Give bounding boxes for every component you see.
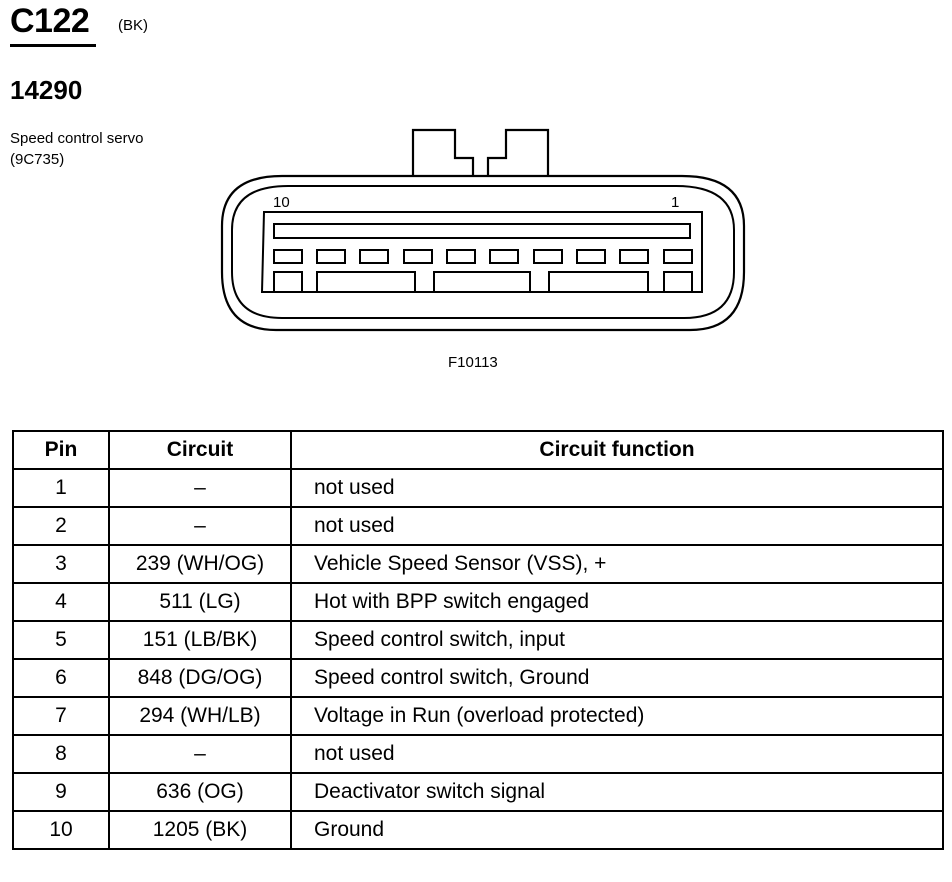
cell-function: Speed control switch, input (290, 620, 944, 660)
pin-terminal (663, 249, 693, 264)
cell-pin: 7 (12, 696, 110, 736)
connector-description: Speed control servo (9C735) (10, 128, 143, 170)
cell-circuit: 294 (WH/LB) (108, 696, 292, 736)
pin-terminal (359, 249, 389, 264)
cell-function: not used (290, 506, 944, 546)
pin-label-right: 1 (671, 194, 679, 211)
table-row: 1 – not used (12, 468, 944, 508)
cell-circuit: – (108, 734, 292, 774)
cell-circuit: 848 (DG/OG) (108, 658, 292, 698)
cell-function: Ground (290, 810, 944, 850)
table-row: 7 294 (WH/LB) Voltage in Run (overload p… (12, 696, 944, 736)
pin-terminal (403, 249, 433, 264)
cell-function: Voltage in Run (overload protected) (290, 696, 944, 736)
table-row: 4 511 (LG) Hot with BPP switch engaged (12, 582, 944, 622)
cell-circuit: – (108, 506, 292, 546)
cell-pin: 10 (12, 810, 110, 850)
keying-slot (663, 271, 693, 293)
connector-id: C122 (10, 2, 90, 40)
pin-terminal (316, 249, 346, 264)
pin-terminal (273, 249, 303, 264)
header-function: Circuit function (290, 430, 944, 470)
table-row: 2 – not used (12, 506, 944, 546)
pin-terminal (533, 249, 563, 264)
figure-code: F10113 (448, 354, 498, 371)
table-row: 9 636 (OG) Deactivator switch signal (12, 772, 944, 812)
pin-terminals (273, 249, 693, 264)
table-row: 8 – not used (12, 734, 944, 774)
cell-pin: 3 (12, 544, 110, 584)
table-row: 10 1205 (BK) Ground (12, 810, 944, 850)
cell-pin: 9 (12, 772, 110, 812)
header-circuit: Circuit (108, 430, 292, 470)
cell-function: Speed control switch, Ground (290, 658, 944, 698)
keying-slot (548, 271, 649, 293)
cell-pin: 4 (12, 582, 110, 622)
cell-function: not used (290, 468, 944, 508)
cell-pin: 8 (12, 734, 110, 774)
keying-slot (433, 271, 531, 293)
cell-circuit: 151 (LB/BK) (108, 620, 292, 660)
pinout-table: Pin Circuit Circuit function 1 – not use… (12, 430, 944, 850)
table-header-row: Pin Circuit Circuit function (12, 430, 944, 470)
cell-circuit: 1205 (BK) (108, 810, 292, 850)
keying-slots (273, 271, 693, 293)
description-line: Speed control servo (10, 130, 144, 147)
pin-terminal (619, 249, 649, 264)
cell-circuit: 636 (OG) (108, 772, 292, 812)
description-line: (9C735) (10, 151, 65, 168)
cell-circuit: – (108, 468, 292, 508)
part-number: 14290 (10, 75, 83, 105)
keying-slot (316, 271, 416, 293)
connector-id-underline (10, 44, 96, 47)
cell-function: Deactivator switch signal (290, 772, 944, 812)
connector-face-diagram: 10 1 (220, 128, 746, 332)
cell-pin: 6 (12, 658, 110, 698)
cell-pin: 2 (12, 506, 110, 546)
pin-terminal (576, 249, 606, 264)
cell-function: Vehicle Speed Sensor (VSS), + (290, 544, 944, 584)
table-row: 5 151 (LB/BK) Speed control switch, inpu… (12, 620, 944, 660)
table-row: 3 239 (WH/OG) Vehicle Speed Sensor (VSS)… (12, 544, 944, 584)
cell-function: not used (290, 734, 944, 774)
keying-slot (273, 271, 303, 293)
pin-terminal (489, 249, 519, 264)
connector-color: (BK) (118, 17, 148, 34)
cell-function: Hot with BPP switch engaged (290, 582, 944, 622)
pin-terminal (446, 249, 476, 264)
cell-pin: 1 (12, 468, 110, 508)
cell-circuit: 511 (LG) (108, 582, 292, 622)
top-bar (273, 223, 691, 239)
cell-circuit: 239 (WH/OG) (108, 544, 292, 584)
cell-pin: 5 (12, 620, 110, 660)
pin-label-left: 10 (273, 194, 290, 211)
table-row: 6 848 (DG/OG) Speed control switch, Grou… (12, 658, 944, 698)
header-pin: Pin (12, 430, 110, 470)
